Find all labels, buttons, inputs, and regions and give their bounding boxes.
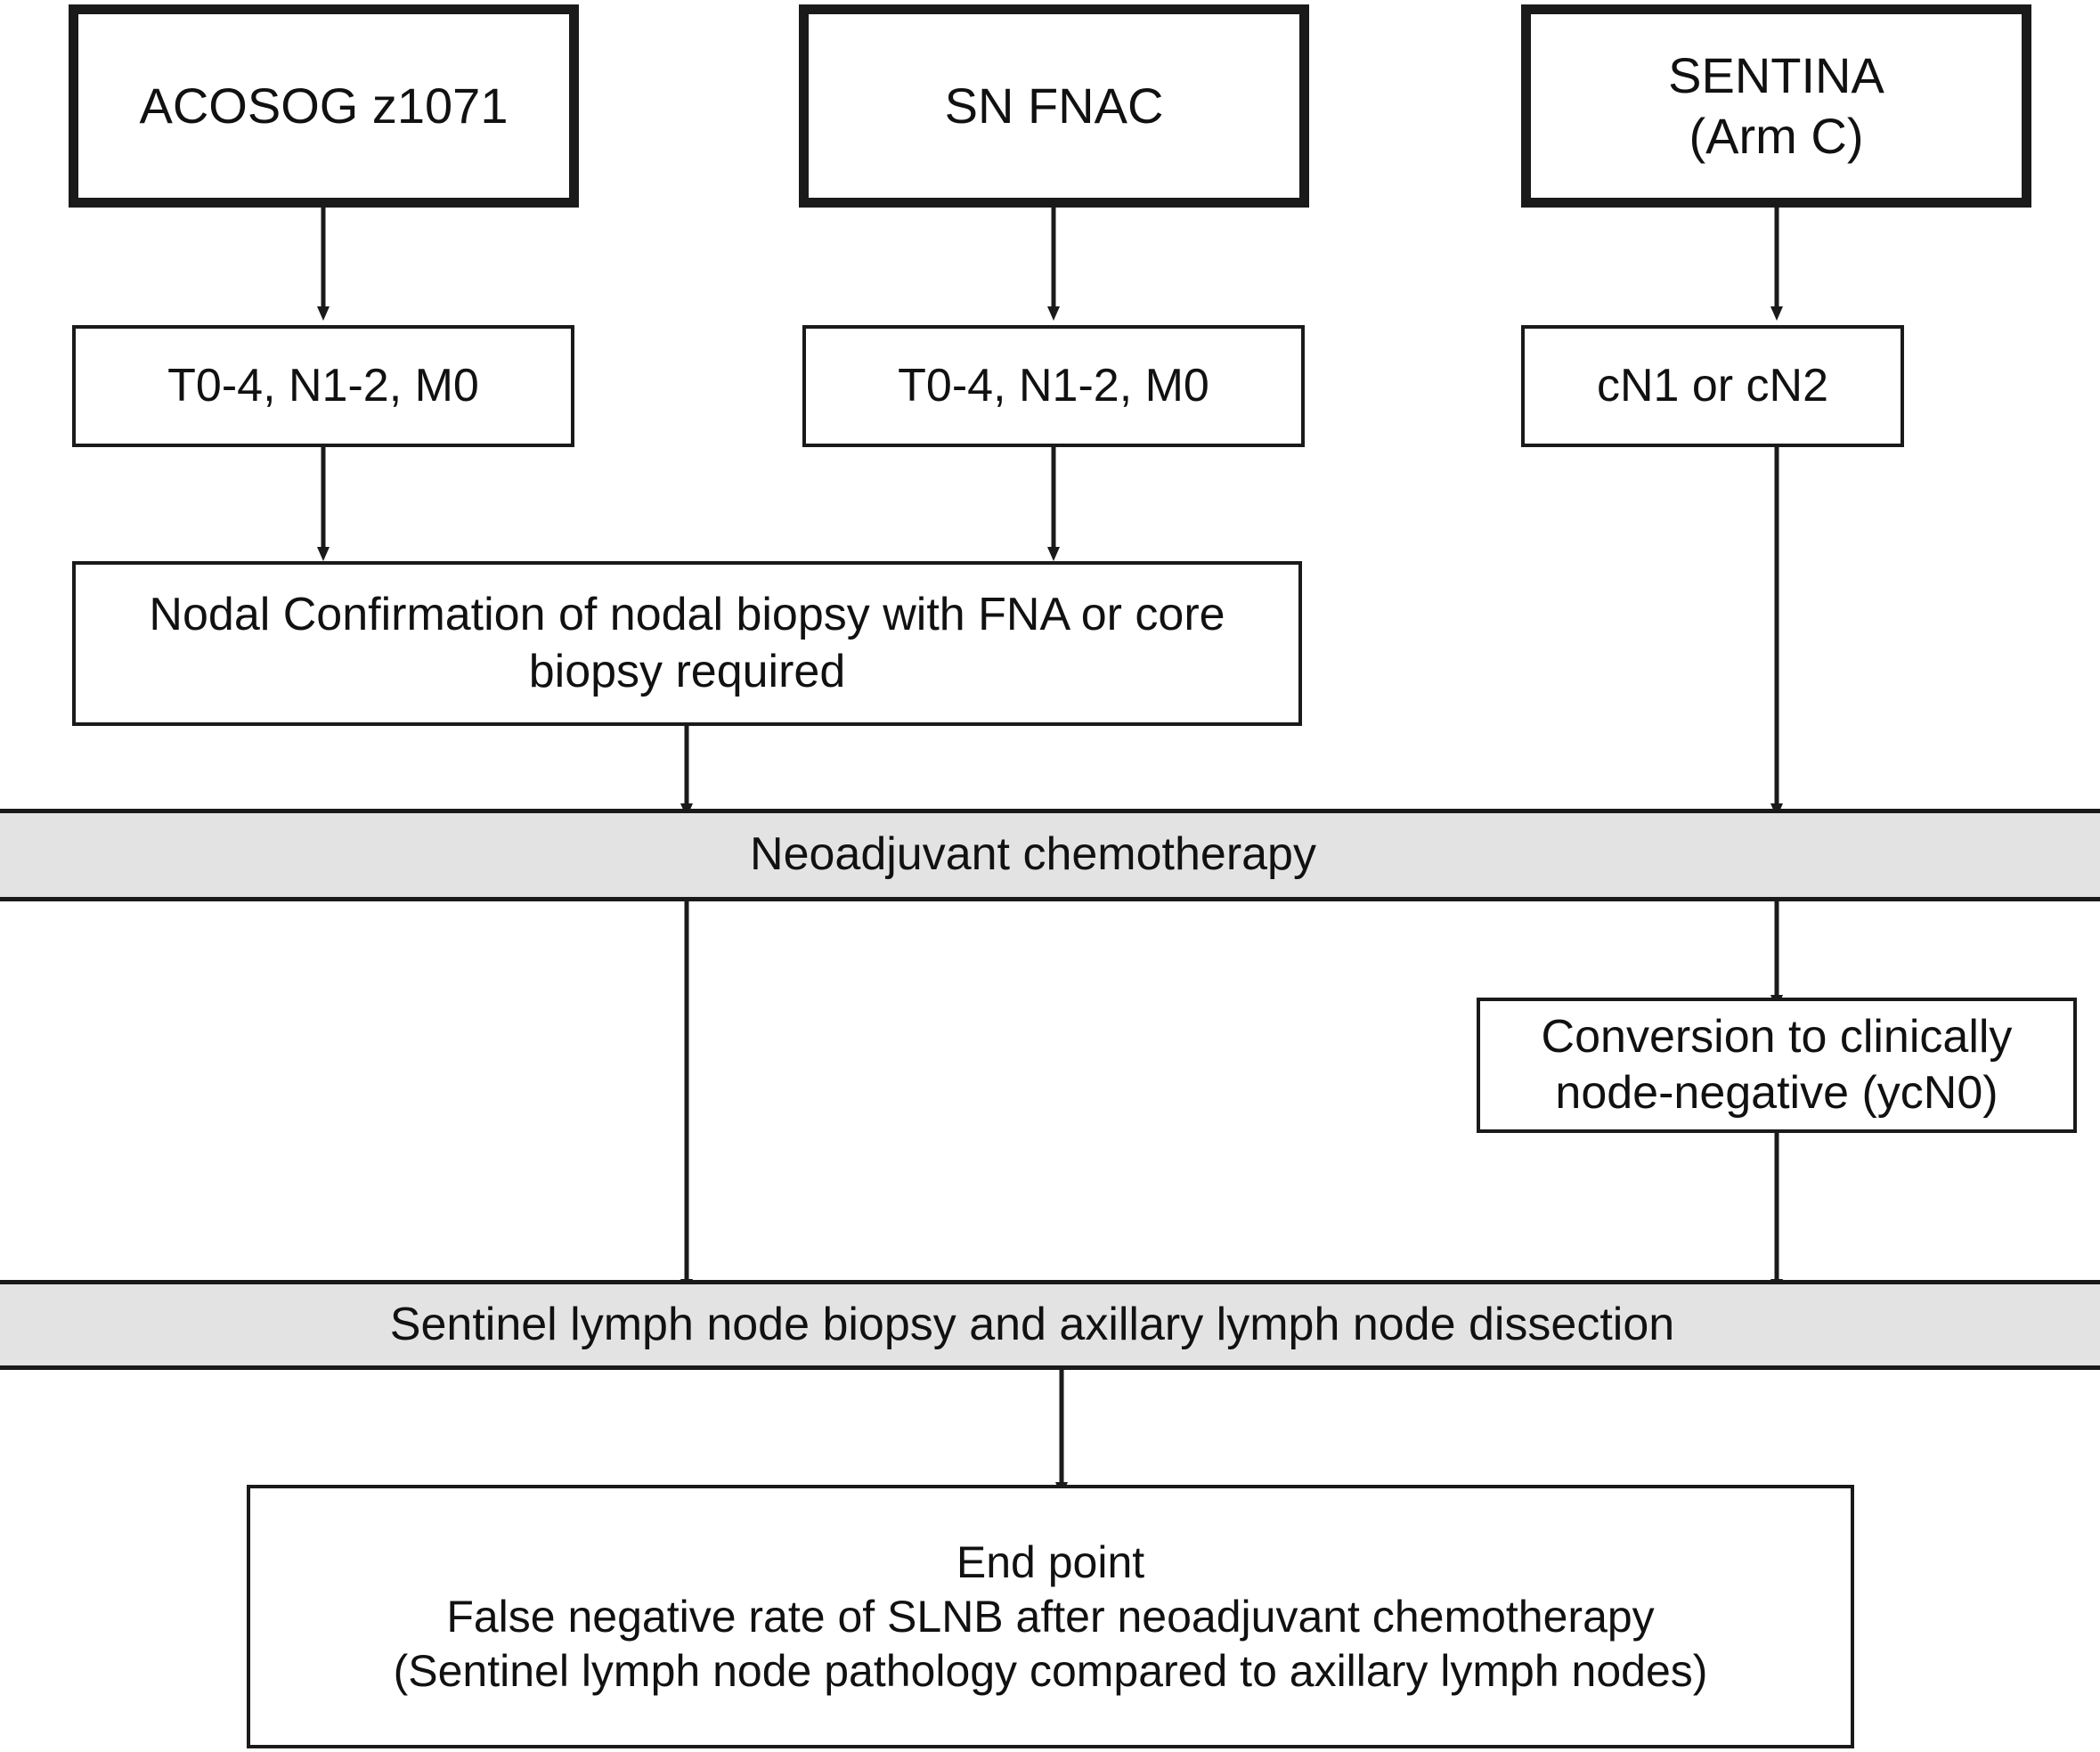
node-trial-acosog[interactable]: ACOSOG z1071 (69, 4, 579, 208)
node-slnb-alnd[interactable]: Sentinel lymph node biopsy and axillary … (0, 1280, 2100, 1370)
node-neoadjuvant-chemotherapy[interactable]: Neoadjuvant chemotherapy (0, 809, 2100, 901)
node-slnb-alnd-label: Sentinel lymph node biopsy and axillary … (389, 1298, 1675, 1350)
node-stage-snfnac[interactable]: T0-4, N1-2, M0 (802, 325, 1305, 447)
node-trial-sentina-label: SENTINA (Arm C) (1668, 46, 1884, 164)
node-stage-acosog[interactable]: T0-4, N1-2, M0 (72, 325, 574, 447)
node-stage-snfnac-label: T0-4, N1-2, M0 (898, 359, 1209, 412)
node-nodal-confirmation[interactable]: Nodal Confirmation of nodal biopsy with … (72, 561, 1302, 726)
node-trial-sentina[interactable]: SENTINA (Arm C) (1521, 4, 2031, 208)
node-trial-acosog-label: ACOSOG z1071 (139, 77, 509, 134)
node-nodal-confirmation-label: Nodal Confirmation of nodal biopsy with … (149, 589, 1225, 697)
node-trial-snfnac[interactable]: SN FNAC (799, 4, 1309, 208)
node-stage-sentina[interactable]: cN1 or cN2 (1521, 325, 1904, 447)
node-conversion-label: Conversion to clinically node-negative (… (1541, 1010, 2013, 1119)
node-neoadjuvant-chemotherapy-label: Neoadjuvant chemotherapy (750, 828, 1316, 881)
node-end-point[interactable]: End point False negative rate of SLNB af… (247, 1485, 1854, 1748)
node-conversion[interactable]: Conversion to clinically node-negative (… (1477, 998, 2077, 1133)
node-trial-snfnac-label: SN FNAC (944, 77, 1164, 134)
node-stage-acosog-label: T0-4, N1-2, M0 (167, 359, 479, 412)
node-end-point-label: End point False negative rate of SLNB af… (393, 1536, 1708, 1696)
node-stage-sentina-label: cN1 or cN2 (1596, 359, 1829, 412)
